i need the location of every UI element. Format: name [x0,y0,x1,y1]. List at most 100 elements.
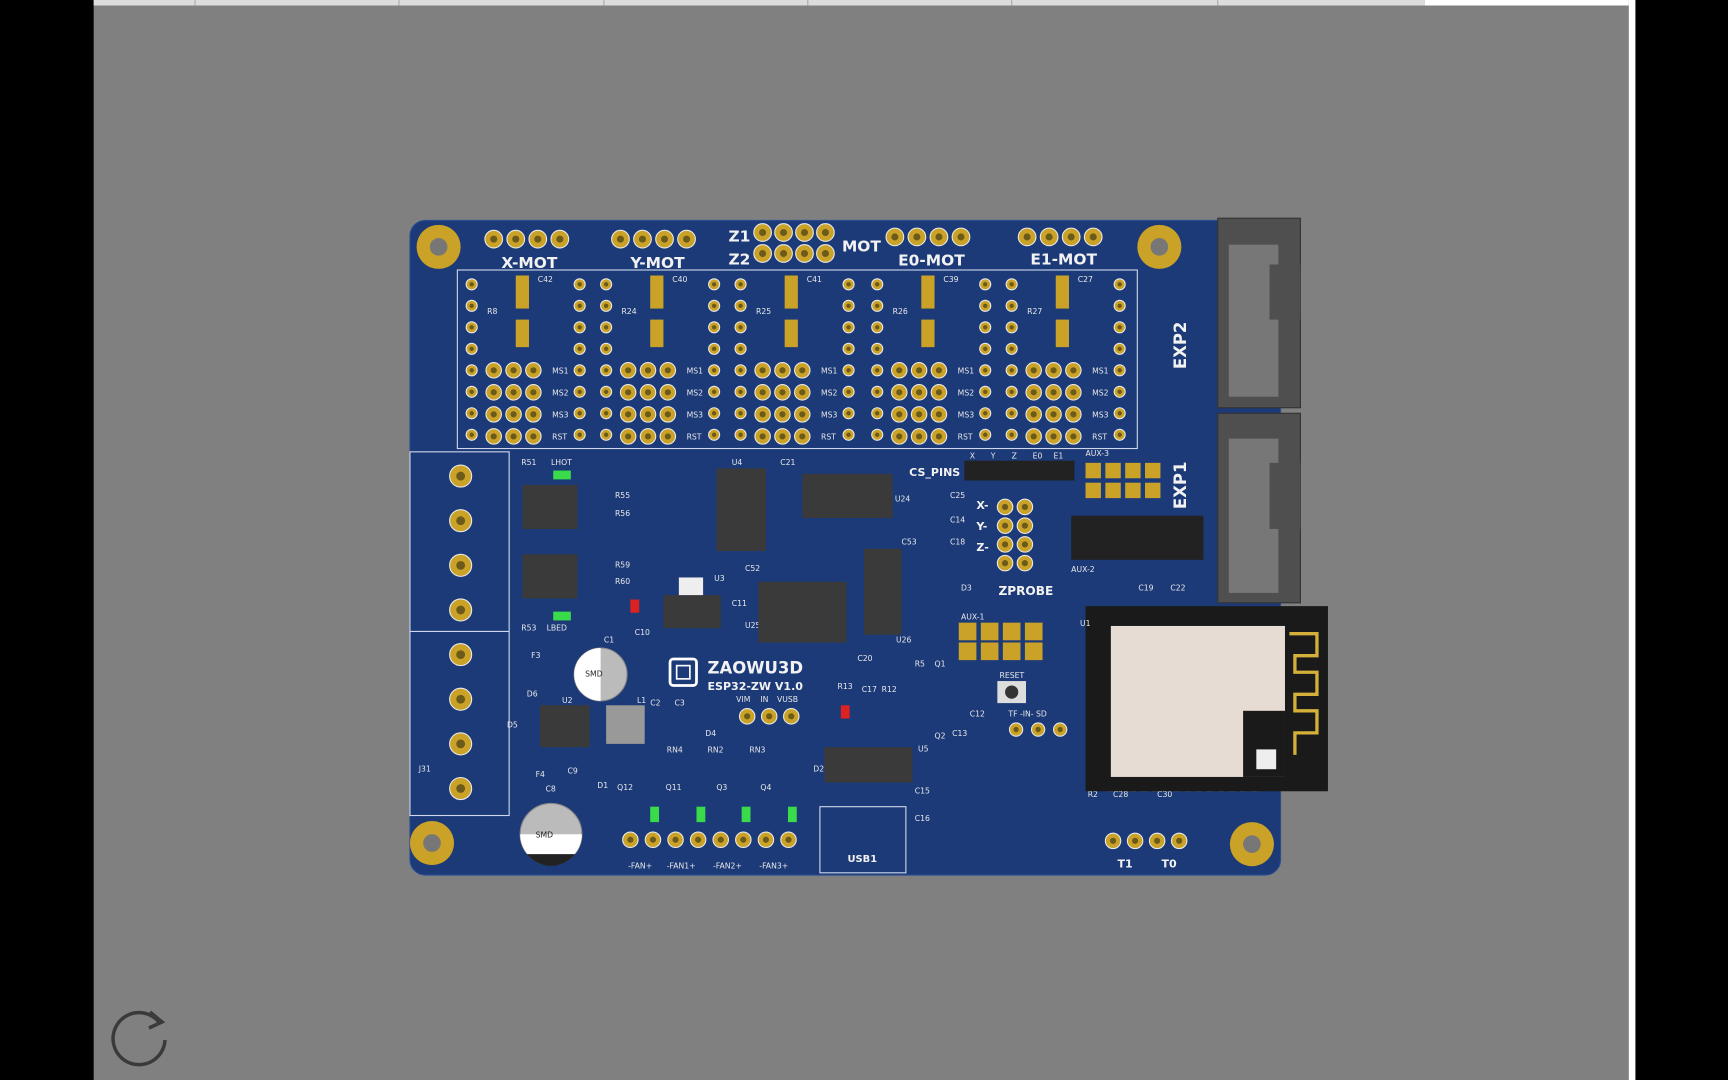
cs-pins-header[interactable] [964,460,1075,481]
c8-marking: SMD [536,831,554,840]
microstep-jumper-pin-hole [664,433,671,440]
driver-socket-pin-hole [1117,282,1122,287]
motor-pin-hole [1067,233,1075,241]
aux3-pin [1105,462,1121,479]
motor-pin-hole [683,235,691,243]
exp1-connector[interactable] [1217,412,1301,604]
ufl-connector [1256,749,1277,770]
driver-socket-pin-hole [577,368,582,373]
driver-area-outline [456,269,1138,450]
microstep-jumper-pin-hole [644,433,652,440]
microstep-jumper-pin-hole [490,367,497,374]
microstep-jumper-pin-hole [896,433,903,440]
z-motor-pin-hole [821,229,829,237]
driver-socket-pin-hole [469,411,474,416]
driver-socket-pin-hole [738,282,743,287]
microstep-jumper-pin-hole [490,433,497,440]
aux3-pin [1145,462,1161,479]
driver-socket-pin-hole [711,303,717,309]
driver-socket-pin-hole [983,389,988,394]
driver-socket-pin-hole [846,303,851,309]
pcb-board[interactable]: R8C42MS1MS2MS3RSTR24C40MS1MS2MS3RSTR25C4… [409,217,1328,876]
part-ref-label: C1 [604,635,614,644]
ms-label: MS2 [552,389,569,398]
t1-label: T1 [1117,857,1132,870]
zprobe-label: ZPROBE [998,584,1053,598]
driver-socket-pin-hole [875,432,880,437]
driver-cap-label: C27 [1078,275,1093,284]
driver-socket-pin-hole [738,389,743,394]
driver-cap-pad [515,319,529,348]
driver-socket-pin-hole [983,303,988,309]
driver-socket-pin-hole [846,411,851,416]
driver-socket-pin-hole [875,346,880,351]
microstep-jumper-pin-hole [530,433,537,440]
terminal-screw-hole [456,650,466,660]
usb-connector[interactable] [819,806,907,874]
driver-cap-pad [921,275,935,309]
cs-pins-label: CS_PINS [909,466,960,479]
part-ref-label: C16 [915,814,930,823]
part-ref-label: C2 [650,698,660,707]
microstep-jumper-pin-hole [530,389,537,396]
z1-label: Z1 [728,227,750,245]
thermistor-pin-hole [1109,837,1117,844]
aux2-header[interactable] [1071,515,1204,560]
ic-u24 [802,473,893,518]
driver-cap-label: C39 [943,275,958,284]
zprobe-pin-hole [1021,503,1028,511]
ms-label: MS1 [687,367,704,376]
microstep-jumper-pin-hole [1030,367,1037,374]
microstep-jumper-pin-hole [1030,411,1037,418]
microstep-jumper-pin-hole [664,367,671,374]
microstep-jumper-pin-hole [1050,389,1057,396]
microstep-jumper-pin-hole [510,411,517,418]
part-ref-label: D1 [597,781,608,790]
driver-cap-label: C40 [672,275,687,284]
driver-socket-pin-hole [469,368,474,373]
part-ref-label: U26 [896,635,912,644]
driver-ref-label: R27 [1027,307,1042,316]
ms-label: MS3 [1092,411,1109,420]
fan1-label: -FAN1+ [667,861,696,870]
led-fan2 [741,806,751,823]
microstep-jumper-pin-hole [779,389,786,396]
driver-socket-pin-hole [738,432,743,437]
aux3-pin [1085,462,1101,479]
part-ref-label: C28 [1113,790,1128,799]
exp2-connector[interactable] [1217,217,1301,409]
reset-button[interactable] [997,681,1026,704]
ms-label: RST [958,433,973,442]
driver-cap-pad [1055,275,1069,309]
part-ref-label: L1 [637,696,646,705]
microstep-jumper-pin-hole [799,433,806,440]
terminal-screw-hole [456,694,466,704]
microstep-jumper-pin-hole [1070,389,1077,396]
part-ref-label: C3 [674,698,684,707]
driver-socket-pin-hole [469,282,474,287]
driver-cap-pad [515,275,529,309]
driver-socket-pin-hole [1117,432,1122,437]
part-ref-label: C14 [950,515,965,524]
driver-socket-pin-hole [469,325,474,330]
part-ref-label: R53 [521,623,536,632]
ms-label: MS2 [1092,389,1109,398]
driver-socket-pin-hole [603,432,609,437]
microstep-jumper-pin-hole [935,367,943,374]
driver-socket-pin-hole [711,389,717,394]
driver-socket-pin-hole [738,368,743,373]
zprobe-pin-hole [1001,503,1009,511]
microstep-jumper-pin-hole [896,411,903,418]
zprobe-pin-hole [1001,522,1009,529]
driver-socket-pin-hole [711,432,717,437]
part-ref-label: Q3 [716,783,727,792]
refresh-button[interactable] [104,1000,174,1070]
motor-pin-hole [1023,233,1031,241]
mosfet-q6 [522,554,578,599]
microstep-jumper-pin-hole [625,389,632,396]
part-ref-label: C9 [568,767,578,776]
cs-axis-label: Y [990,451,996,460]
part-ref-label: D5 [507,720,518,729]
part-ref-label: U4 [732,458,743,467]
